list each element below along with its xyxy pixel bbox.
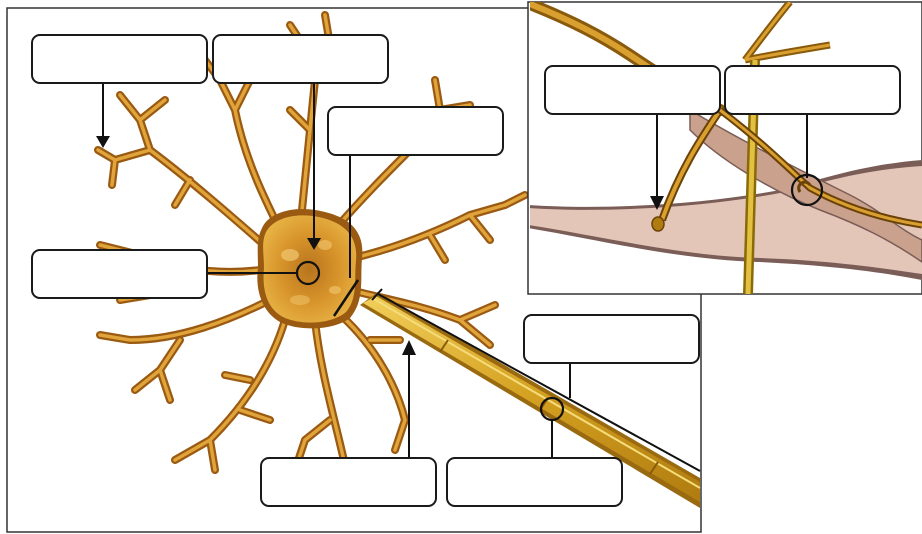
axon-arrowhead	[402, 340, 416, 355]
node-of-ranvier-label-box[interactable]	[446, 457, 623, 507]
soma-shape	[257, 209, 362, 328]
cell-body-label-box[interactable]	[212, 34, 389, 84]
dendrite-label-box[interactable]	[31, 34, 208, 84]
axon-label-box[interactable]	[260, 457, 437, 507]
axon-terminal-label-box[interactable]	[544, 65, 721, 115]
nucleus-label-box[interactable]	[31, 249, 208, 299]
synapse-label-box[interactable]	[724, 65, 901, 115]
myelin-sheath-label-box[interactable]	[523, 314, 700, 364]
axon-hillock-label-box[interactable]	[327, 106, 504, 156]
inset-panel	[528, 2, 922, 294]
